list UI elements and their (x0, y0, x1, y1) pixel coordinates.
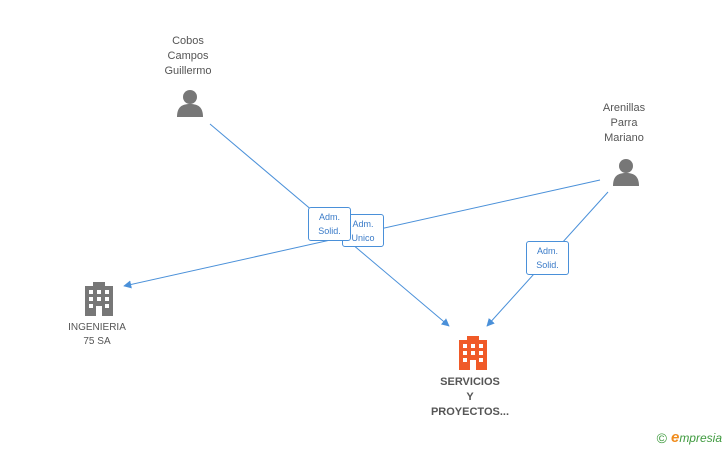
edge-label-adm-solid-cobos: Adm. Solid. (308, 207, 351, 241)
person-name-arenillas[interactable]: Arenillas Parra Mariano (602, 102, 646, 144)
person-name-cobos[interactable]: Cobos Campos Guillermo (164, 35, 212, 77)
copyright-icon: © (656, 429, 667, 446)
building-icon[interactable] (85, 282, 113, 316)
edge-label-adm-solid-arenillas: Adm. Solid. (526, 241, 569, 275)
person-icon[interactable] (613, 159, 639, 186)
building-icon[interactable] (459, 336, 487, 370)
company-name-ingenieria[interactable]: INGENIERIA 75 SA (68, 322, 126, 347)
person-icon[interactable] (177, 90, 203, 117)
company-name-servicios[interactable]: SERVICIOS Y PROYECTOS... (430, 376, 510, 418)
brand-logo: © empresia (657, 429, 722, 446)
brand-name: empresia (670, 429, 722, 446)
